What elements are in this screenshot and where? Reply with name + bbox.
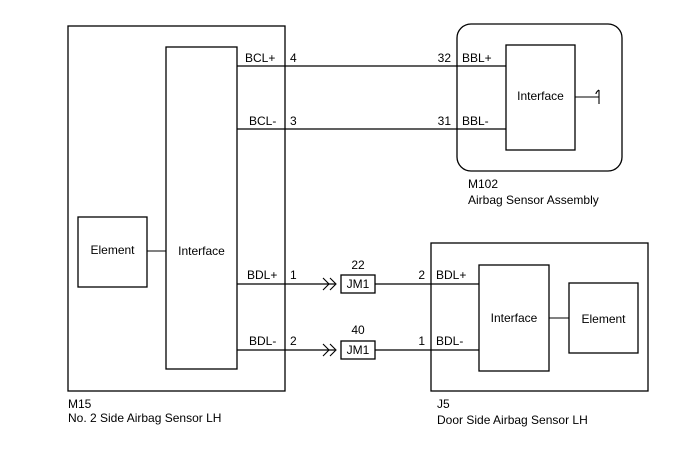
component-m102: Interface M102 Airbag Sensor Assembly 32… (438, 23, 623, 207)
component-m15: Interface Element M15 No. 2 Side Airbag … (67, 25, 297, 425)
junction-pin: 40 (351, 323, 365, 337)
m15-name: No. 2 Side Airbag Sensor LH (68, 411, 221, 425)
junction-box (340, 340, 376, 360)
m102-interface-label: Interface (517, 89, 564, 103)
m15-signal-bcl-minus: BCL- (249, 114, 276, 128)
junction-jm1-40: JM1 40 (322, 323, 376, 360)
ground-symbol-icon (575, 89, 600, 104)
m15-signal-bdl-plus: BDL+ (247, 268, 277, 282)
m15-pin-4: 4 (290, 51, 297, 65)
j5-pin-1: 1 (418, 334, 425, 348)
junction-jm1-22: JM1 22 (322, 258, 376, 294)
m102-signal-bbl-minus: BBL- (462, 114, 489, 128)
j5-interface-label: Interface (491, 311, 538, 325)
m102-pin-31: 31 (438, 114, 452, 128)
m102-signal-bbl-plus: BBL+ (462, 51, 492, 65)
j5-code: J5 (437, 397, 450, 411)
connector-chevron-icon (329, 277, 337, 291)
j5-pin-2: 2 (418, 268, 425, 282)
m15-interface-block (165, 46, 238, 370)
m15-pin-3: 3 (290, 114, 297, 128)
j5-element-label: Element (581, 312, 626, 326)
m15-signal-bdl-minus: BDL- (249, 334, 276, 348)
m102-name: Airbag Sensor Assembly (468, 193, 599, 207)
m15-pin-1: 1 (290, 268, 297, 282)
m15-pin-2: 2 (290, 334, 297, 348)
m15-outline (67, 25, 286, 392)
junction-label: JM1 (347, 343, 370, 357)
junction-box (340, 274, 376, 294)
wires (237, 65, 506, 351)
m15-element-label: Element (90, 243, 135, 257)
m15-element-block (77, 216, 148, 288)
m15-code: M15 (68, 397, 92, 411)
connector-chevron-icon (322, 343, 330, 357)
m102-code: M102 (468, 177, 498, 191)
j5-name: Door Side Airbag Sensor LH (437, 413, 588, 427)
m15-signal-bcl-plus: BCL+ (245, 51, 275, 65)
j5-outline (430, 242, 649, 392)
component-j5: Interface Element J5 Door Side Airbag Se… (418, 242, 649, 427)
j5-signal-bdl-plus: BDL+ (436, 268, 466, 282)
connector-chevron-icon (322, 277, 330, 291)
m15-interface-label: Interface (178, 244, 225, 258)
j5-signal-bdl-minus: BDL- (436, 334, 463, 348)
m102-pin-32: 32 (438, 51, 452, 65)
junction-label: JM1 (347, 277, 370, 291)
m102-outline (456, 23, 623, 172)
connector-chevron-icon (329, 343, 337, 357)
junction-pin: 22 (351, 258, 365, 272)
